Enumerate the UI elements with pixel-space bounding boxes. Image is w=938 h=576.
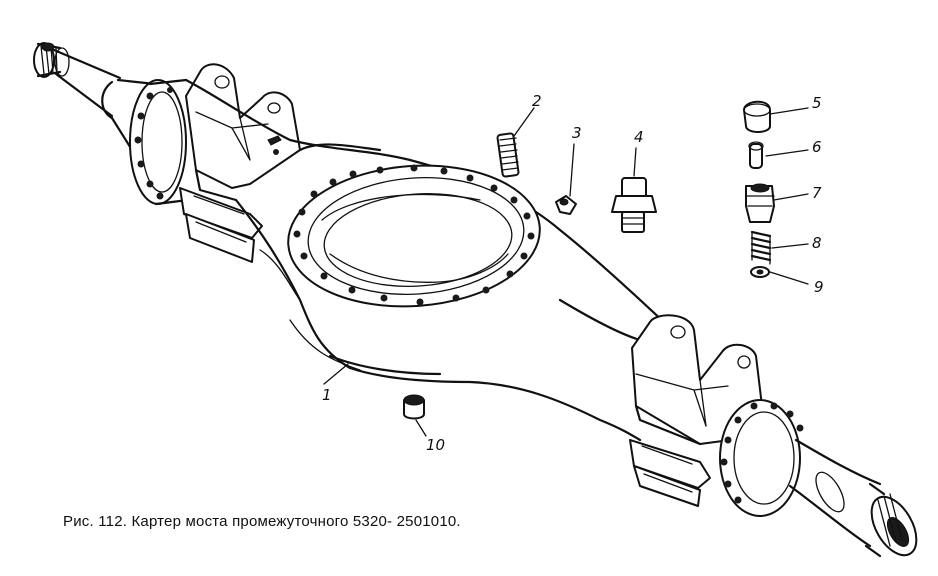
- left-brake-flange: [129, 78, 190, 206]
- right-lower-spring-seat: [629, 439, 711, 507]
- callout-2: 2: [532, 92, 542, 110]
- part-8-spring: [750, 230, 772, 265]
- right-upper-bracket: [631, 314, 763, 446]
- callout-1: 1: [322, 386, 332, 404]
- part-7-valve-body: [745, 183, 775, 223]
- part-2-stud: [496, 132, 520, 178]
- part-3-plug: [555, 195, 577, 215]
- left-axle-journal: [33, 42, 157, 152]
- callout-7: 7: [812, 184, 822, 202]
- part-6-pin: [748, 141, 764, 169]
- callout-5: 5: [812, 94, 822, 112]
- callout-10: 10: [426, 436, 445, 454]
- callout-9: 9: [814, 278, 824, 296]
- leader-lines: [323, 107, 809, 437]
- part-9-washer: [750, 266, 770, 278]
- callout-labels: 1 2 3 4 5 6 7 8 9 10: [322, 92, 824, 454]
- part-4-breather: [611, 177, 657, 233]
- axle-housing-body: [184, 78, 666, 442]
- left-upper-bracket: [185, 63, 301, 202]
- part-10-plug: [403, 394, 425, 420]
- callout-6: 6: [812, 138, 822, 156]
- callout-8: 8: [812, 234, 822, 252]
- callout-4: 4: [634, 128, 644, 146]
- callout-3: 3: [572, 124, 582, 142]
- right-brake-flange: [719, 399, 804, 517]
- left-lower-spring-seat: [179, 187, 263, 263]
- right-axle-journal: [788, 438, 918, 558]
- part-5-cap: [743, 100, 771, 133]
- figure-caption: Рис. 112. Картер моста промежуточного 53…: [63, 513, 461, 530]
